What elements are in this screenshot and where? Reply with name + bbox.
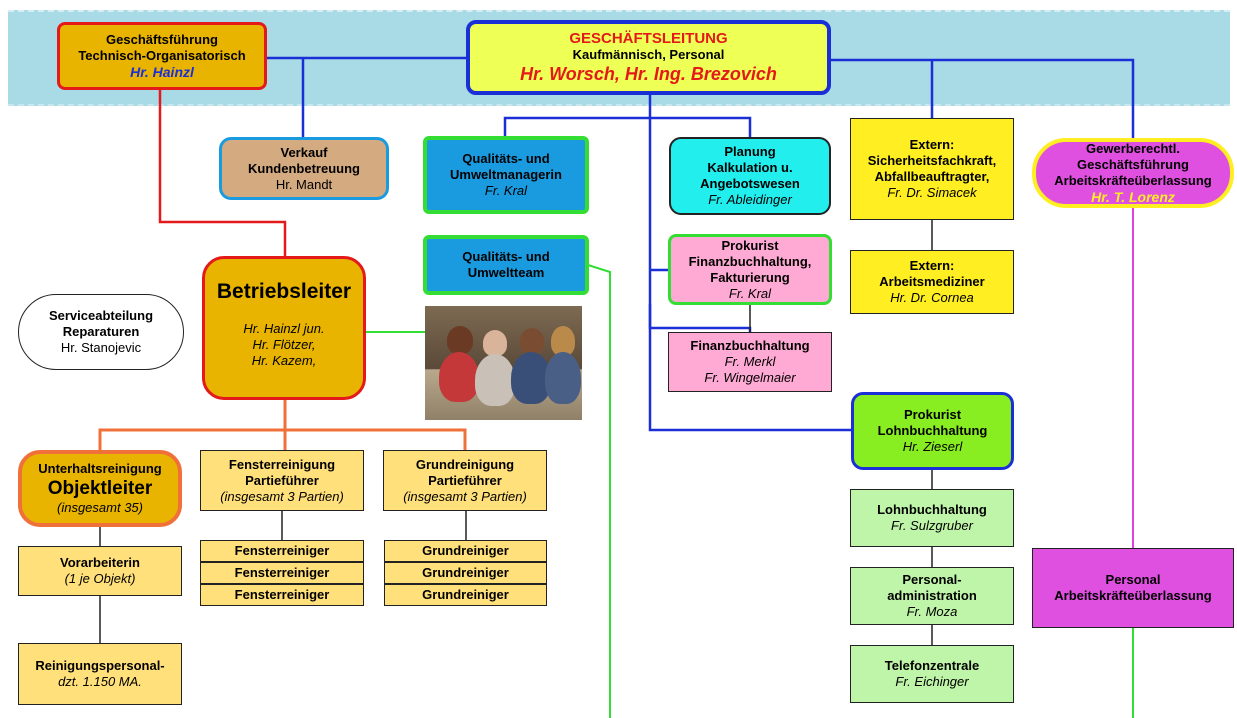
grundreiniger-2: Grundreiniger [384, 562, 547, 584]
ol-line1: Unterhaltsreinigung [38, 461, 162, 476]
telefonzentrale-box: Telefonzentrale Fr. Eichinger [850, 645, 1014, 703]
verkauf-line2: Kundenbetreuung [248, 160, 360, 176]
grundreiniger-3: Grundreiniger [384, 584, 547, 606]
personaladministration-box: Personal- administration Fr. Moza [850, 567, 1014, 625]
verkauf-box: Verkauf Kundenbetreuung Hr. Mandt [219, 137, 389, 200]
objektleiter-box: Unterhaltsreinigung Objektleiter (insges… [18, 450, 182, 527]
gf-name: Hr. Hainzl [130, 64, 194, 80]
pf-name: Fr. Kral [728, 285, 772, 301]
sv-line1: Serviceabteilung [48, 308, 154, 323]
fensterreiniger-3: Fensterreiniger [200, 584, 364, 606]
personal-ak-box: Personal Arbeitskräfteüberlassung [1032, 548, 1234, 628]
ex2-line2: Arbeitsmediziner [879, 274, 985, 289]
reinigungspersonal-box: Reinigungspersonal- dzt. 1.150 MA. [18, 643, 182, 705]
planung-line2: Kalkulation u. [707, 160, 793, 175]
fr-note: (insgesamt 3 Partien) [220, 488, 344, 504]
lb-line1: Lohnbuchhaltung [877, 502, 987, 517]
pa-line2: administration [887, 588, 977, 603]
va-note: (1 je Objekt) [64, 571, 136, 586]
team-photo [425, 306, 582, 420]
gr-line1: Grundreinigung [415, 456, 515, 472]
geschaeftsleitung-title: GESCHÄFTSLEITUNG [569, 29, 728, 47]
geschaeftsleitung-box: GESCHÄFTSLEITUNG Kaufmännisch, Personal … [466, 20, 831, 95]
fb-name1: Fr. Merkl [724, 354, 776, 369]
fensterreinigung-box: Fensterreinigung Partieführer (insgesamt… [200, 450, 364, 511]
prokurist-finanz-box: Prokurist Finanzbuchhaltung, Fakturierun… [668, 234, 832, 305]
grundreiniger-1: Grundreiniger [384, 540, 547, 562]
lb-name: Fr. Sulzgruber [891, 518, 973, 533]
extern-arbeitsmedizin-box: Extern: Arbeitsmediziner Hr. Dr. Cornea [850, 250, 1014, 314]
fensterreiniger-1: Fensterreiniger [200, 540, 364, 562]
ol-note: (insgesamt 35) [57, 500, 143, 515]
qualitaetsmanagerin-box: Qualitäts- und Umweltmanagerin Fr. Kral [423, 136, 589, 214]
qm-line2: Umweltmanagerin [450, 167, 562, 182]
betriebsleiter-box: Betriebsleiter Hr. Hainzl jun. Hr. Flötz… [202, 256, 366, 400]
gr-line2: Partieführer [428, 472, 502, 488]
gw-line2: Geschäftsführung [1077, 157, 1189, 172]
qt-line1: Qualitäts- und [462, 249, 550, 264]
grundreinigung-box: Grundreinigung Partieführer (insgesamt 3… [383, 450, 547, 511]
finanzbuchhaltung-box: Finanzbuchhaltung Fr. Merkl Fr. Wingelma… [668, 332, 832, 392]
gw-name: Hr. T. Lorenz [1091, 189, 1175, 205]
pl-line2: Lohnbuchhaltung [877, 423, 988, 438]
qm-line1: Qualitäts- und [462, 151, 550, 166]
verkauf-name: Hr. Mandt [275, 176, 333, 192]
extern-sicherheit-box: Extern: Sicherheitsfachkraft, Abfallbeau… [850, 118, 1014, 220]
pf-line3: Fakturierung [710, 269, 790, 285]
gr-note: (insgesamt 3 Partien) [403, 488, 527, 504]
planung-box: Planung Kalkulation u. Angebotswesen Fr.… [669, 137, 831, 215]
rp-line1: Reinigungspersonal- [35, 658, 165, 673]
tz-name: Fr. Eichinger [895, 674, 969, 689]
pf-line1: Prokurist [721, 237, 779, 253]
geschaeftsleitung-sub: Kaufmännisch, Personal [572, 46, 725, 62]
planung-name: Fr. Ableidinger [708, 192, 792, 207]
pl-line1: Prokurist [903, 407, 962, 422]
betriebsleiter-title: Betriebsleiter [216, 280, 352, 303]
sv-line2: Reparaturen [62, 324, 140, 339]
geschaeftsleitung-names: Hr. Worsch, Hr. Ing. Brezovich [520, 63, 777, 84]
fb-line1: Finanzbuchhaltung [690, 338, 810, 353]
fr-line2: Partieführer [245, 472, 319, 488]
va-line1: Vorarbeiterin [60, 555, 140, 570]
pa-line1: Personal- [902, 572, 962, 587]
prokurist-lohn-box: Prokurist Lohnbuchhaltung Hr. Zieserl [851, 392, 1014, 470]
pak-line1: Personal [1105, 572, 1161, 587]
qt-line2: Umweltteam [467, 265, 545, 280]
gw-line1: Gewerberechtl. [1086, 141, 1180, 156]
tz-line1: Telefonzentrale [884, 658, 980, 673]
geschaeftsfuehrung-box: Geschäftsführung Technisch-Organisatoris… [57, 22, 267, 90]
qm-name: Fr. Kral [484, 183, 528, 198]
ex2-name: Hr. Dr. Cornea [890, 290, 974, 305]
gewerberecht-box: Gewerberechtl. Geschäftsführung Arbeitsk… [1032, 138, 1234, 208]
gf-line2: Technisch-Organisatorisch [78, 48, 246, 63]
bl-name1: Hr. Hainzl jun. [243, 321, 325, 336]
pf-line2: Finanzbuchhaltung, [688, 253, 812, 269]
qualitaetsteam-box: Qualitäts- und Umweltteam [423, 235, 589, 295]
bl-name3: Hr. Kazem, [251, 353, 317, 368]
ol-title: Objektleiter [47, 478, 153, 499]
ex1-name: Fr. Dr. Simacek [887, 185, 977, 200]
gf-line1: Geschäftsführung [106, 32, 218, 47]
planung-line3: Angebotswesen [700, 176, 800, 191]
ex2-line1: Extern: [909, 258, 955, 273]
serviceabteilung-box: Serviceabteilung Reparaturen Hr. Stanoje… [18, 294, 184, 370]
lohnbuchhaltung-box: Lohnbuchhaltung Fr. Sulzgruber [850, 489, 1014, 547]
fb-name2: Fr. Wingelmaier [704, 370, 796, 385]
verkauf-line1: Verkauf [280, 144, 328, 160]
pa-name: Fr. Moza [906, 604, 958, 619]
bl-name2: Hr. Flötzer, [252, 337, 316, 352]
vorarbeiterin-box: Vorarbeiterin (1 je Objekt) [18, 546, 182, 596]
ex1-line1: Extern: [909, 137, 955, 152]
gw-line3: Arbeitskräfteüberlassung [1054, 173, 1212, 188]
planung-line1: Planung [724, 144, 776, 159]
ex1-line3: Abfallbeauftragter, [874, 169, 990, 184]
pl-name: Hr. Zieserl [902, 439, 963, 454]
fr-line1: Fensterreinigung [228, 456, 336, 472]
fensterreiniger-2: Fensterreiniger [200, 562, 364, 584]
pak-line2: Arbeitskräfteüberlassung [1054, 588, 1212, 603]
ex1-line2: Sicherheitsfachkraft, [867, 153, 997, 168]
rp-note: dzt. 1.150 MA. [58, 674, 142, 689]
sv-name: Hr. Stanojevic [60, 340, 142, 355]
